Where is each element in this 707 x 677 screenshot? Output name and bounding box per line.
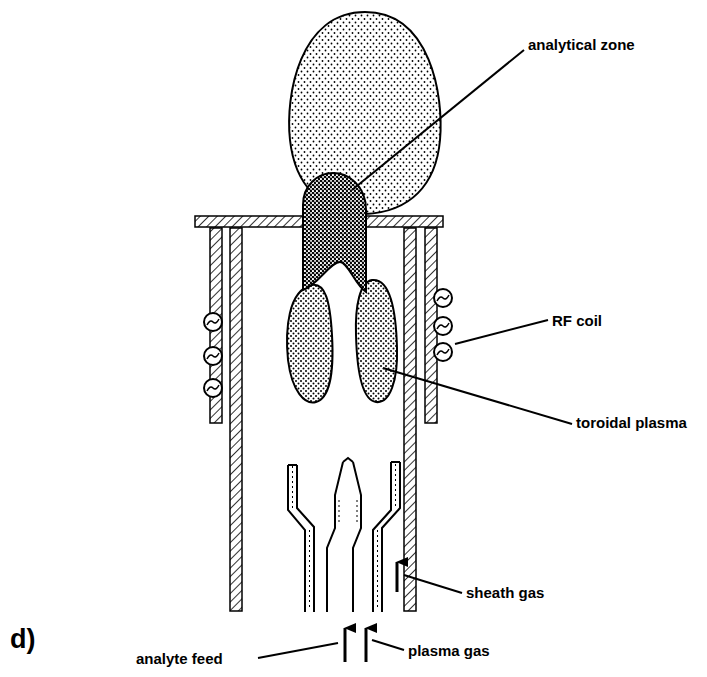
part-label: analytical zone [528,36,635,53]
part-label: plasma gas [408,642,490,659]
part-label: analyte feed [136,650,223,667]
part-label: sheath gas [466,584,544,601]
analytical-zone [303,173,366,292]
toroidal-plasma [356,280,397,402]
toroidal-plasma [287,285,332,403]
part-label: RF coil [552,312,602,329]
leader-lines [258,50,572,658]
rf-coil [204,289,452,397]
part-label: toroidal plasma [576,414,687,431]
figure-letter: d) [10,624,35,655]
